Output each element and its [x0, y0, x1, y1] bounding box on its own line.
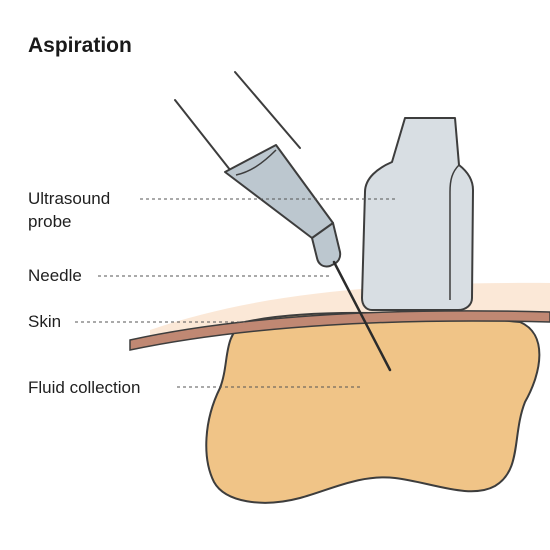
- label-fluid-collection: Fluid collection: [28, 378, 141, 397]
- diagram-title: Aspiration: [28, 34, 132, 57]
- syringe-cap-line: [235, 149, 277, 176]
- syringe-barrel: [174, 71, 301, 181]
- probe-shoulder-line: [449, 164, 460, 300]
- ultrasound-probe: [361, 117, 474, 311]
- needle: [332, 260, 392, 372]
- skin-layer: [129, 310, 550, 351]
- fluid-collection-shape: [205, 311, 541, 504]
- label-skin: Skin: [28, 312, 62, 331]
- label-ultrasound-probe: Ultrasound probe: [28, 189, 111, 231]
- syringe-body: [224, 144, 334, 239]
- label-needle: Needle: [28, 266, 82, 285]
